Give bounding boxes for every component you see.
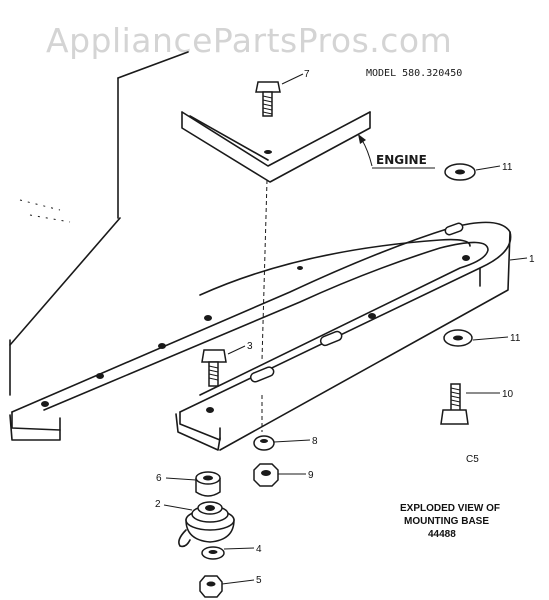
bolt-hole — [264, 150, 272, 154]
part-number-11-upper: 11 — [502, 162, 513, 173]
part-number-9: 9 — [308, 470, 314, 481]
washer-11-upper — [444, 163, 476, 181]
watermark-text: AppliancePartsPros.com — [46, 21, 452, 60]
isolator-2 — [178, 501, 235, 548]
alignment-line — [261, 179, 268, 361]
caption-line-3: 44488 — [428, 529, 456, 540]
washer-4 — [201, 546, 225, 560]
nut-5 — [199, 575, 223, 598]
part-number-1: 1 — [529, 254, 535, 265]
washer-11-lower — [443, 329, 473, 347]
part-number-10: 10 — [502, 389, 514, 400]
part-number-5: 5 — [256, 575, 262, 586]
bolt-10 — [440, 383, 469, 425]
mounting-base — [9, 221, 512, 451]
leader-lines — [163, 73, 528, 585]
spacer-6 — [195, 471, 221, 497]
caption-line-2: MOUNTING BASE — [404, 516, 489, 527]
bolt-7 — [255, 81, 281, 117]
part-number-3: 3 — [247, 341, 253, 352]
part-number-6: 6 — [156, 473, 162, 484]
part-number-7: 7 — [304, 69, 310, 80]
engine-leader — [358, 134, 435, 169]
caption-line-1: EXPLODED VIEW OF — [400, 503, 500, 514]
part-number-4: 4 — [256, 544, 262, 555]
washer-8 — [253, 435, 275, 451]
part-number-11-lower: 11 — [510, 333, 521, 344]
nut-9 — [253, 463, 279, 487]
code-label: C5 — [466, 454, 479, 465]
part-number-2: 2 — [155, 499, 161, 510]
part-number-8: 8 — [312, 436, 318, 447]
engine-label: ENGINE — [376, 153, 427, 167]
background-enclosure — [9, 51, 189, 396]
engine-plate — [181, 111, 371, 183]
model-label: MODEL 580.320450 — [366, 68, 462, 79]
bolt-3 — [201, 349, 227, 387]
